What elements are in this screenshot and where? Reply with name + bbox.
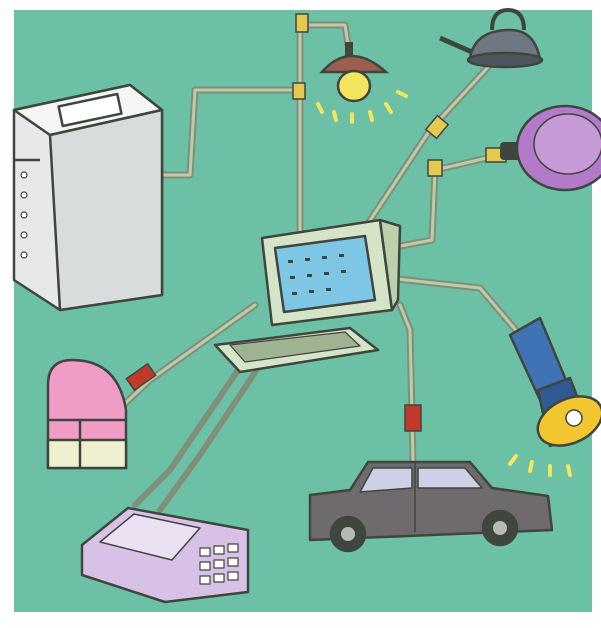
connector-car bbox=[405, 405, 421, 431]
keypad bbox=[200, 544, 238, 584]
connector-lamp-top bbox=[296, 14, 308, 32]
connector-pan-elbow bbox=[428, 160, 442, 176]
connector-washer bbox=[293, 83, 305, 99]
washer-icon bbox=[14, 85, 162, 310]
